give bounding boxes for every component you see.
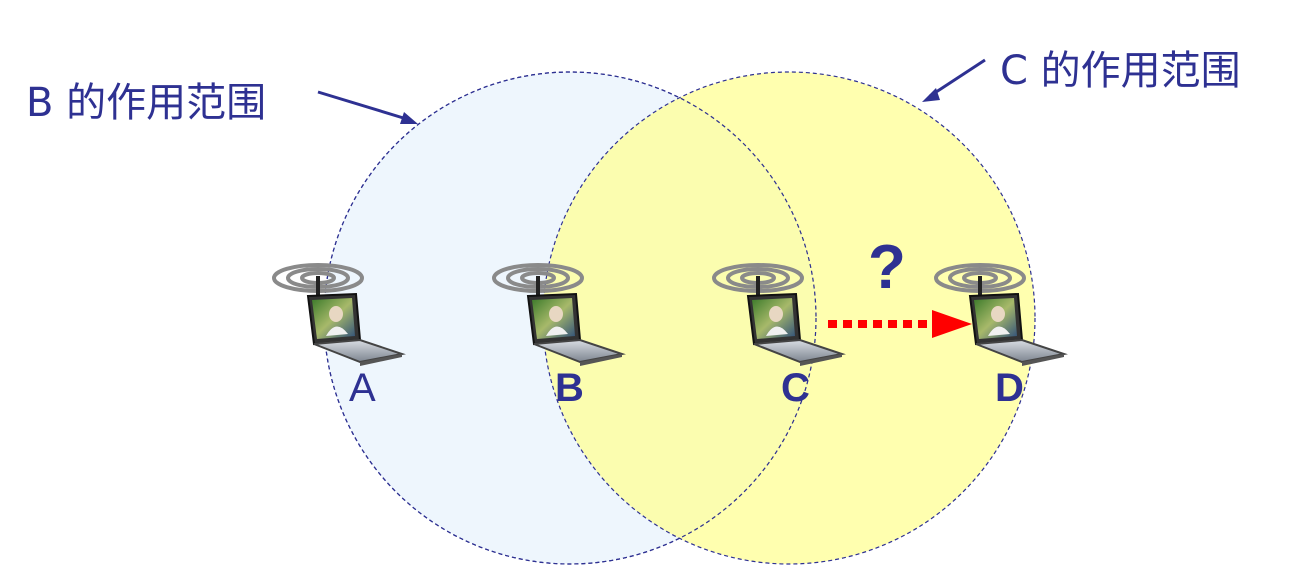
range-c-pointer-head — [922, 88, 940, 102]
node-label-c: C — [781, 366, 810, 410]
node-label-a: A — [349, 366, 376, 410]
range-b-label: B 的作用范围 — [26, 80, 267, 126]
node-label-b: B — [555, 366, 584, 410]
node-label-d: D — [995, 366, 1024, 410]
range-b-pointer-head — [400, 112, 418, 124]
transmission-arrow-head — [932, 310, 972, 338]
range-c-pointer — [929, 58, 986, 98]
range-b-pointer — [317, 90, 411, 122]
question-mark: ? — [868, 233, 906, 302]
range-c-label: C 的作用范围 — [1000, 48, 1241, 94]
